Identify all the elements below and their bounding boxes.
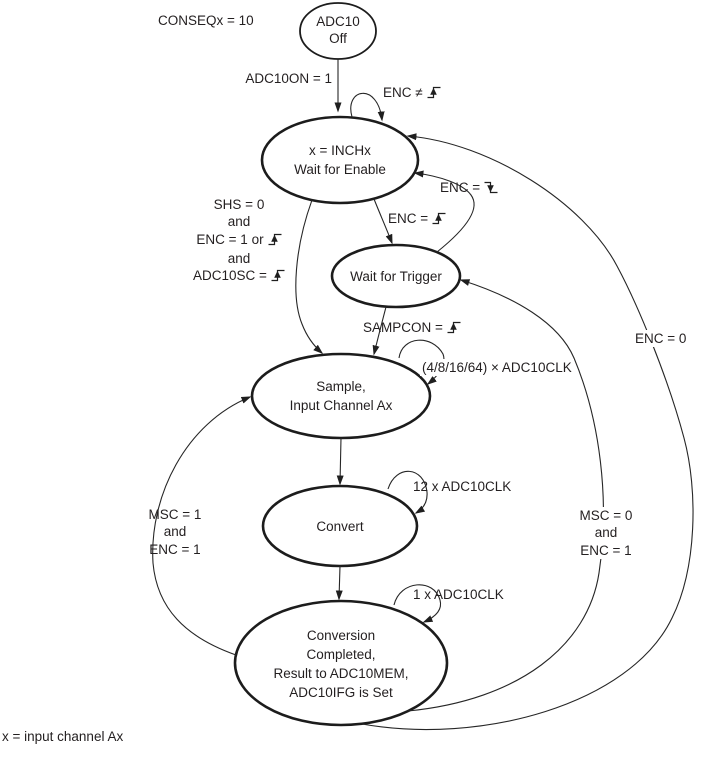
rising-edge-icon: [268, 232, 282, 250]
edge-complete-to-sample: [152, 396, 252, 656]
state-wait-enable: [260, 115, 420, 205]
falling-edge-icon: [484, 180, 498, 198]
edge-complete-selfloop: [393, 584, 442, 623]
enc0-label: ENC = 0: [633, 330, 689, 347]
footnote: x = input channel Ax: [2, 729, 124, 744]
edge-enable-to-trigger: [373, 198, 393, 245]
edge-convert-to-complete: [335, 565, 343, 601]
state-off-label: ADC10 Off: [316, 14, 360, 46]
edge-trigger-to-enable: [413, 170, 475, 253]
state-convert-label: Convert: [316, 519, 364, 534]
enc-rising-label: ENC =: [388, 210, 446, 229]
rising-edge-icon: [427, 85, 441, 103]
msc1-condition-label: MSC = 1 and ENC = 1: [148, 507, 202, 557]
state-wait-trigger-label: Wait for Trigger: [350, 269, 442, 284]
edge-complete-to-trigger: [407, 279, 604, 712]
complete-loop-label: 1 x ADC10CLK: [413, 587, 504, 602]
edge-enable-selfloop: [350, 92, 385, 122]
edge-complete-to-enable: [361, 133, 694, 730]
enc-falling-label: ENC =: [440, 179, 498, 198]
rising-edge-icon: [447, 320, 461, 338]
state-wait-enable-label: x = INCHx Wait for Enable: [294, 143, 386, 177]
edge-trigger-to-sample: [372, 306, 387, 356]
state-complete-label: Conversion Completed, Result to ADC10MEM…: [273, 628, 409, 700]
edge-convert-selfloop: [387, 470, 428, 514]
state-off: [299, 2, 377, 60]
sample-loop-label: (4/8/16/64) × ADC10CLK: [420, 359, 574, 376]
edge-sample-to-convert: [336, 437, 344, 486]
state-complete: [233, 599, 449, 727]
state-wait-trigger: [330, 243, 462, 309]
enc-not-equal-label: ENC ≠: [383, 84, 441, 103]
rising-edge-icon: [432, 211, 446, 229]
conseq-label: CONSEQx = 10: [158, 13, 254, 28]
edge-enable-to-sample: [295, 199, 324, 354]
shs-condition-label: SHS = 0 and ENC = 1 or and ADC10SC =: [175, 196, 303, 286]
state-sample-label: Sample, Input Channel Ax: [289, 379, 393, 413]
rising-edge-icon: [271, 268, 285, 286]
sampcon-label: SAMPCON =: [363, 319, 461, 338]
adc10on-label: ADC10ON = 1: [245, 71, 332, 86]
msc0-condition-label: MSC = 0 and ENC = 1: [569, 507, 643, 559]
convert-loop-label: 12 x ADC10CLK: [413, 479, 512, 494]
